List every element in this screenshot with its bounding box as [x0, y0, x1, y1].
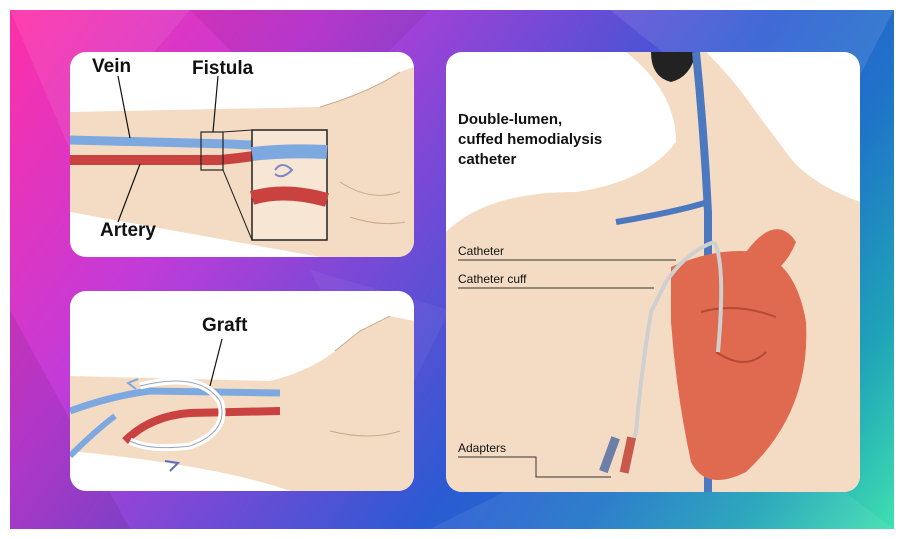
adapters-label: Adapters: [458, 441, 506, 455]
artery-label: Artery: [100, 220, 156, 242]
fistula-label: Fistula: [192, 58, 253, 80]
vein-label: Vein: [92, 56, 131, 78]
catheter-cuff-label: Catheter cuff: [458, 272, 526, 286]
graft-diagram-panel: Graft: [70, 291, 414, 491]
catheter-label: Catheter: [458, 244, 504, 258]
title-line-2: cuffed hemodialysis: [458, 130, 628, 150]
catheter-diagram-panel: Double-lumen, cuffed hemodialysis cathet…: [446, 52, 860, 492]
graft-label: Graft: [202, 315, 247, 337]
fistula-diagram-panel: Vein Fistula Artery: [70, 52, 414, 257]
title-line-3: catheter: [458, 150, 628, 170]
title-line-1: Double-lumen,: [458, 110, 628, 130]
catheter-title: Double-lumen, cuffed hemodialysis cathet…: [458, 110, 628, 170]
